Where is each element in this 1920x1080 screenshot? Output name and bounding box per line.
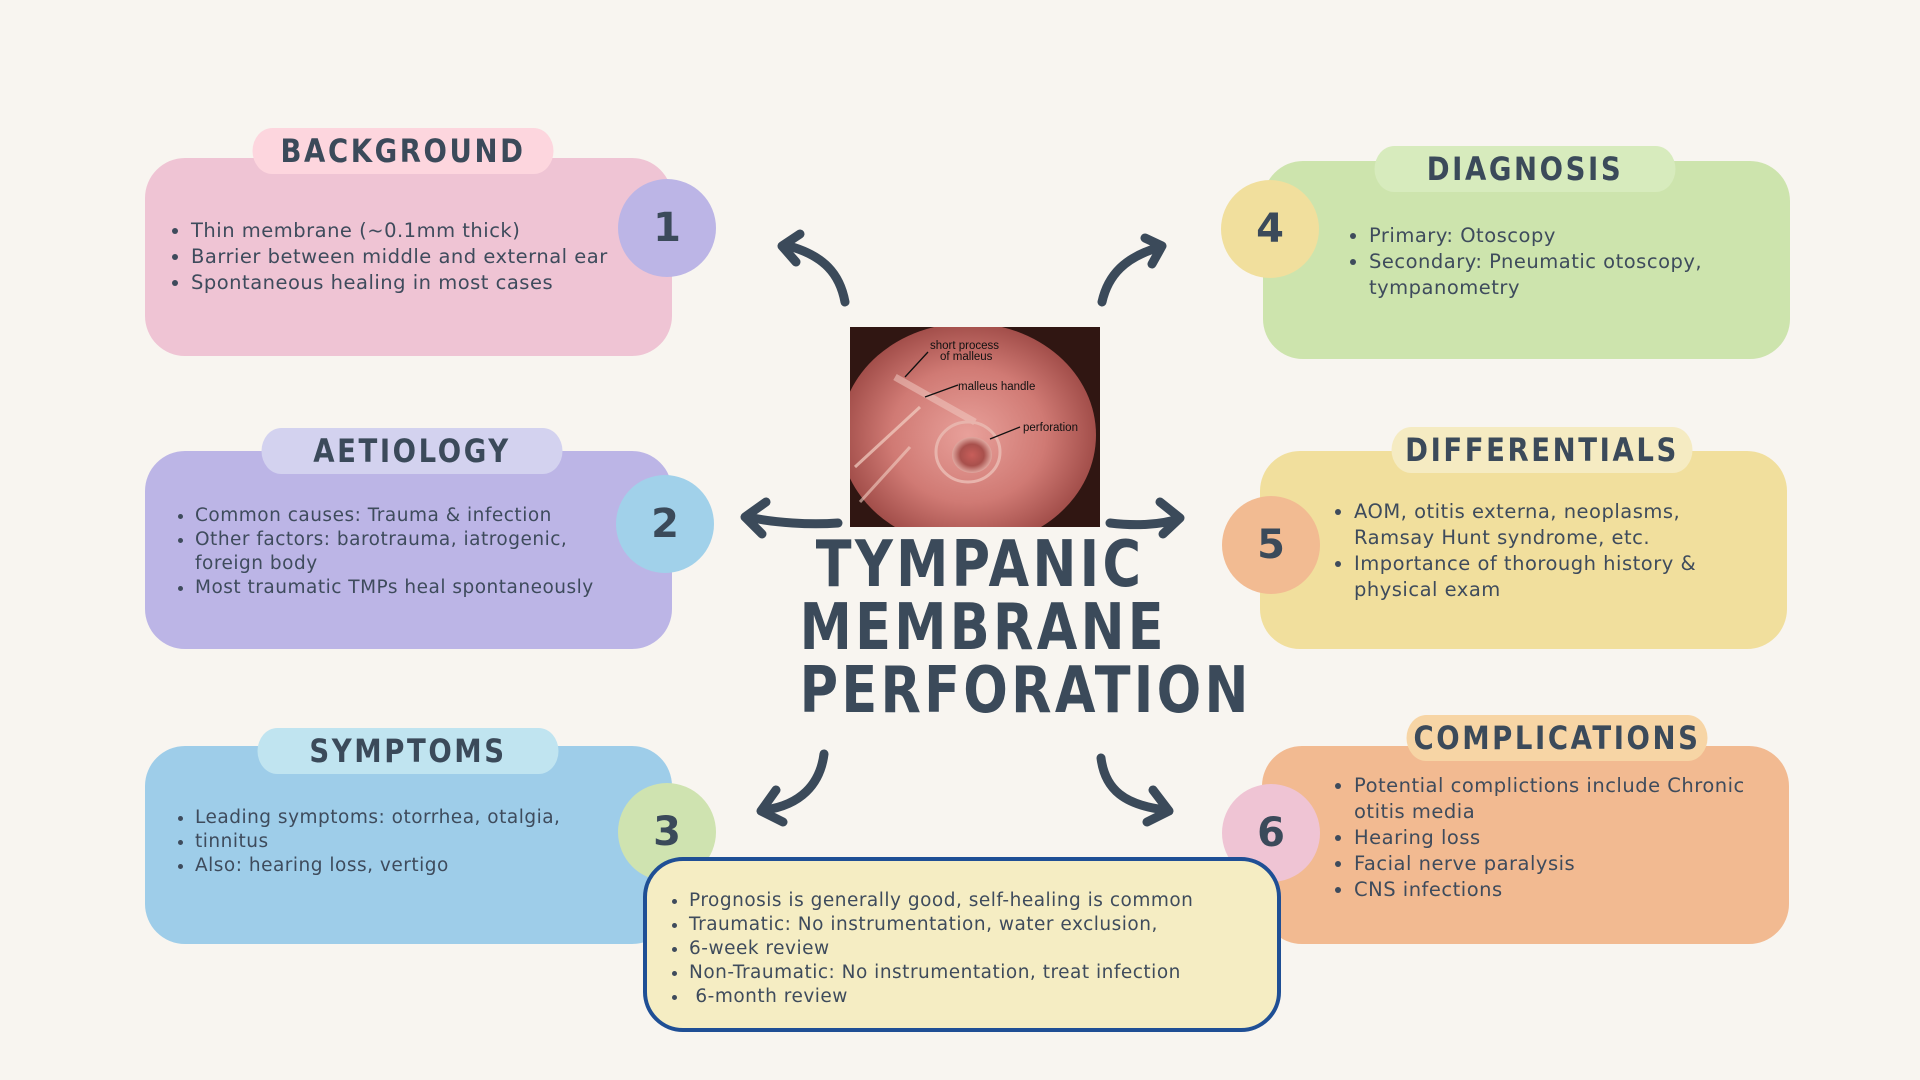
background-title: BACKGROUND [252, 128, 554, 174]
main-title-line-3: PERFORATION [799, 654, 1252, 728]
background-item: Spontaneous healing in most cases [191, 270, 672, 296]
symptoms-item: Leading symptoms: otorrhea, otalgia, [195, 806, 672, 830]
aetiology-item: Most traumatic TMPs heal spontaneously [195, 576, 655, 600]
background-item: Thin membrane (~0.1mm thick) [191, 218, 672, 244]
label-malleus-handle: malleus handle [958, 381, 1035, 393]
diagnosis-item: Primary: Otoscopy [1369, 223, 1729, 249]
differentials-title: DIFFERENTIALS [1391, 427, 1693, 473]
complications-item: Hearing loss [1354, 825, 1774, 851]
label-short-process-1: short process [930, 340, 999, 352]
diagnosis-card: Primary: Otoscopy Secondary: Pneumatic o… [1263, 161, 1790, 359]
aetiology-title: AETIOLOGY [261, 428, 563, 474]
label-perforation: perforation [1023, 422, 1078, 434]
background-card: Thin membrane (~0.1mm thick) Barrier bet… [145, 158, 672, 356]
aetiology-item: Common causes: Trauma & infection [195, 504, 595, 528]
complications-item: Potential complictions include Chronic o… [1354, 773, 1774, 825]
management-item: 6-week review [689, 937, 1277, 961]
complications-item: CNS infections [1354, 877, 1774, 903]
diagnosis-item: Secondary: Pneumatic otoscopy, tympanome… [1369, 249, 1729, 301]
management-item: Prognosis is generally good, self-healin… [689, 889, 1277, 913]
number-badge-1: 1 [618, 179, 716, 277]
complications-card: Potential complictions include Chronic o… [1262, 746, 1789, 944]
arrow-to-symptoms [760, 749, 829, 815]
management-item: Traumatic: No instrumentation, water exc… [689, 913, 1277, 937]
management-item: Non-Traumatic: No instrumentation, treat… [689, 961, 1277, 985]
number-badge-4: 4 [1221, 180, 1319, 278]
arrow-to-complications [1096, 753, 1170, 815]
differentials-item: Importance of thorough history & physica… [1354, 551, 1714, 603]
management-item: 6-month review [689, 985, 1277, 1009]
symptoms-item: Also: hearing loss, vertigo [195, 854, 672, 878]
symptoms-title: SYMPTOMS [257, 728, 559, 774]
aetiology-card: Common causes: Trauma & infection Other … [145, 451, 672, 649]
otoscopy-image: short process of malleus malleus handle … [850, 327, 1100, 527]
differentials-card: AOM, otitis externa, neoplasms, Ramsay H… [1260, 451, 1787, 649]
label-short-process-2: of malleus [940, 351, 993, 363]
diagnosis-title: DIAGNOSIS [1374, 146, 1676, 192]
number-badge-5: 5 [1222, 496, 1320, 594]
complications-item: Facial nerve paralysis [1354, 851, 1774, 877]
main-title: TYMPANIC MEMBRANE PERFORATION [799, 528, 1252, 728]
arrow-to-background [780, 240, 850, 307]
management-box: Prognosis is generally good, self-healin… [643, 857, 1281, 1032]
symptoms-item: tinnitus [195, 830, 672, 854]
aetiology-item: Other factors: barotrauma, iatrogenic, f… [195, 528, 595, 576]
arrow-to-aetiology [743, 512, 843, 529]
differentials-item: AOM, otitis externa, neoplasms, Ramsay H… [1354, 499, 1714, 551]
main-title-line-1: TYMPANIC [815, 528, 1145, 602]
background-item: Barrier between middle and external ear [191, 244, 672, 270]
symptoms-card: Leading symptoms: otorrhea, otalgia, tin… [145, 746, 672, 944]
arrow-to-diagnosis [1097, 242, 1165, 307]
number-badge-2: 2 [616, 475, 714, 573]
main-title-line-2: MEMBRANE [799, 591, 1167, 665]
complications-title: COMPLICATIONS [1406, 715, 1708, 761]
